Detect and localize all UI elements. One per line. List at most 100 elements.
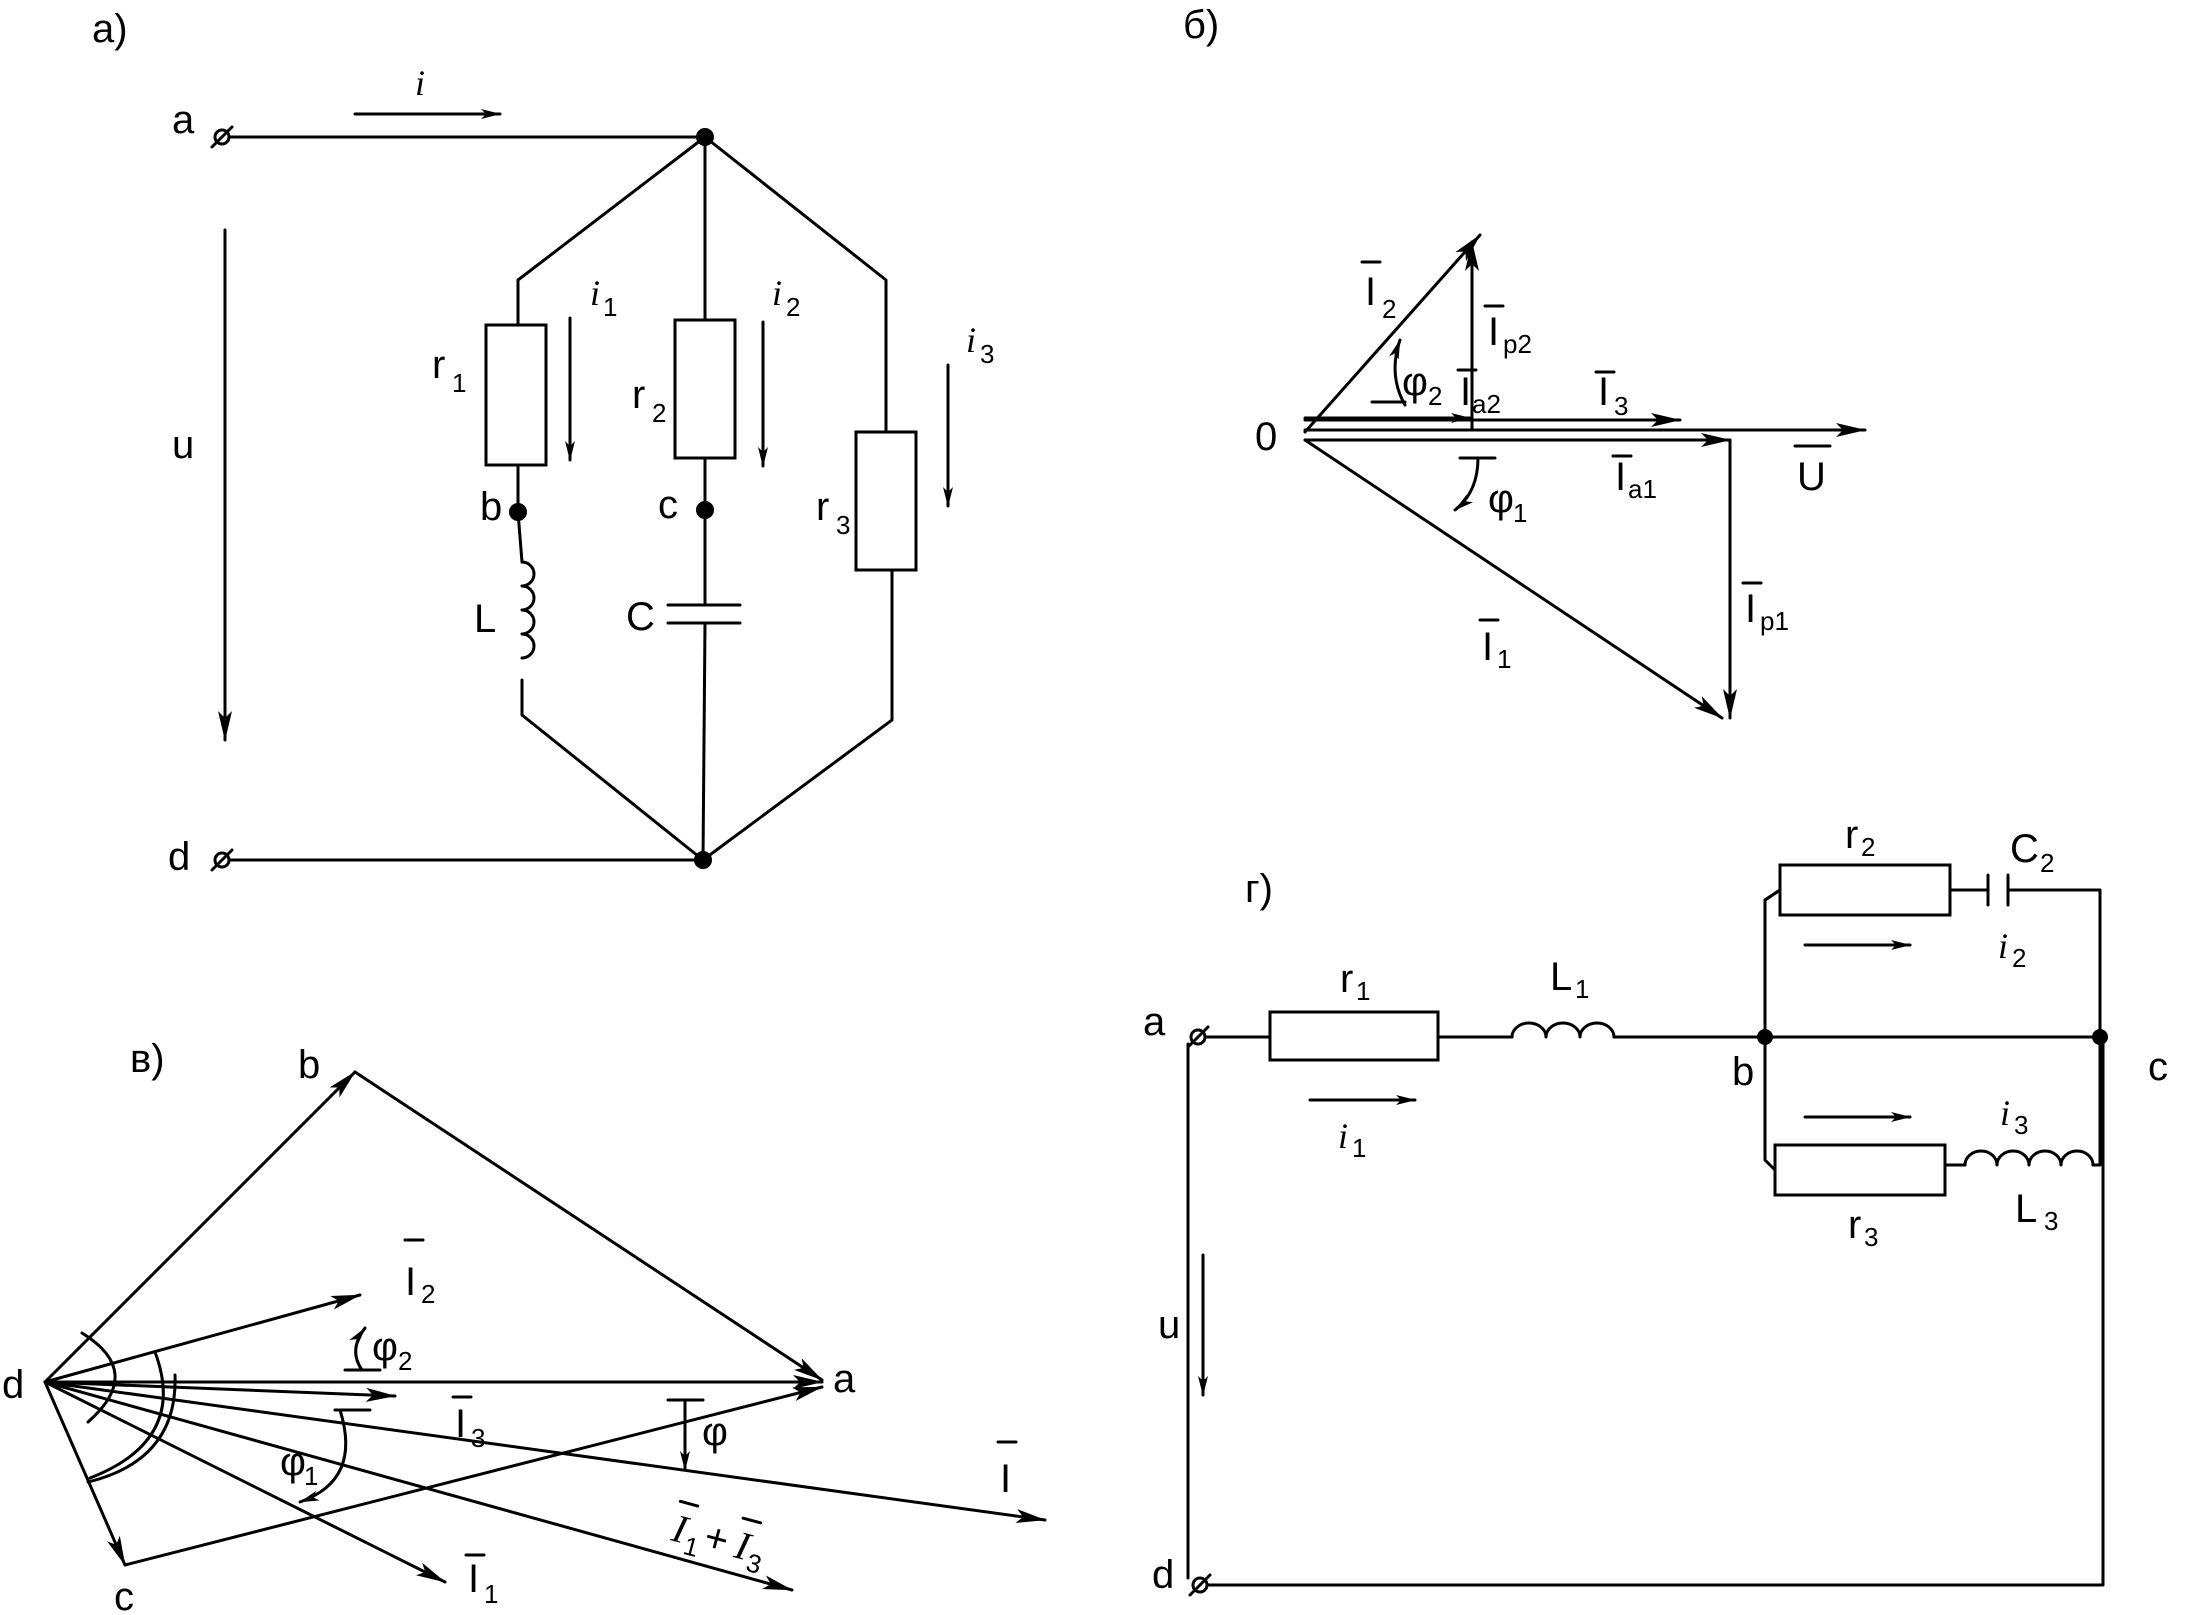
inductor-L3 [1963,1149,2095,1167]
current-i-label: i [415,63,425,103]
I1-label: I [1482,625,1493,669]
u-label-d: u [1158,1303,1180,1347]
branch1-bottom-wire [520,678,705,862]
I1-sub-c: 1 [484,1579,498,1609]
r3-sub-d: 3 [1864,1222,1878,1252]
phi-label: φ [702,1410,728,1454]
I1I3-bar-b [741,1516,763,1525]
i2-sub-d: 2 [2012,943,2026,973]
angle-arc-outer [86,1373,177,1484]
node-c-label: c [658,483,678,527]
i1-label-d: i [1338,1116,1348,1156]
i1-label: i [590,273,600,313]
C2-sub-d: 2 [2040,848,2054,878]
terminal-a-slash [210,125,234,149]
c-to-a-vector [123,1385,824,1567]
I1-label-c: I [468,1557,479,1601]
i3-sub-d: 3 [2014,1110,2028,1140]
panel-d-label: г) [1245,867,1273,911]
b-to-a-vector [353,1070,824,1382]
r1-sub: 1 [452,368,466,398]
I3-sub: 3 [1614,391,1628,421]
Ip2-label: I [1488,310,1499,354]
phi1-label: φ [1488,477,1514,521]
I-vector-c [43,1380,1047,1523]
Ip2-sub: p2 [1503,329,1532,359]
d-to-c-vector [43,1380,127,1567]
point-d-label: d [2,1363,24,1407]
phi2-label: φ [1402,360,1428,404]
i2-label: i [772,273,782,313]
top-branch-left-wire [1763,888,1782,1039]
return-wire [1205,1035,2105,1587]
r3-resistor [854,430,918,572]
branch1-wire-to-L [516,510,524,564]
phi2-sub: 2 [1428,381,1442,411]
terminal-d-label: d [168,835,190,879]
phi1-arc [1453,456,1480,512]
I2-sub-c: 2 [421,1279,435,1309]
i3-sub: 3 [980,339,994,369]
phi1-sub: 1 [1513,498,1527,528]
branch2-bottom-wire [701,621,707,862]
r2-sub-d: 2 [1861,832,1875,862]
L1-label-d: L [1550,955,1572,999]
panel-c-topographic: в) b d a c I 2 φ 2 I 3 φ I [2,1037,1047,1615]
phi2-arc-c [349,1326,367,1372]
r1-label-d: r [1340,957,1353,1001]
Ia2-label: I [1460,370,1471,414]
I2-vector [1303,233,1482,434]
I-label-c: I [1000,1457,1011,1501]
voltage-u-label: u [172,423,194,467]
point-a-label: a [833,1357,856,1401]
I2-label-c: I [405,1260,416,1304]
I3-label: I [1598,370,1609,414]
I3-vector-c [43,1380,397,1402]
U-label: U [1797,455,1826,499]
inductor-L1 [1510,1021,1616,1039]
I3-label-c: I [455,1402,466,1446]
Ip1-sub: p1 [1760,606,1789,636]
r1-label: r [432,343,445,387]
I2-vector-c [43,1293,362,1384]
top-branch-right-wire [2006,888,2102,1039]
phi2-arc [1389,338,1407,407]
r2-resistor-d [1778,863,1952,917]
r2-label: r [632,373,645,417]
L1-sub-d: 1 [1575,974,1589,1004]
r1-sub-d: 1 [1356,976,1370,1006]
inductor-L [520,560,536,660]
terminal-d-slash [210,848,234,872]
point-c-label: c [114,1575,134,1615]
terminal-a-d-slash [1186,1025,1210,1049]
panel-d-circuit: г) a d b c r 1 L [1143,813,2168,1597]
panel-a-label: а) [92,7,128,51]
angle-arc-inner [80,1331,117,1424]
terminal-d-d-slash [1188,1573,1212,1597]
terminal-a-label-d: a [1143,1000,1166,1044]
panel-b-phasor: б) 0 U I 2 I p2 φ 2 I a2 I 3 I a1 [1183,3,1867,720]
Ip1-label: I [1745,587,1756,631]
top-branch-corner [1763,888,1782,902]
i1-sub: 1 [603,292,617,322]
Ia1-label: I [1615,455,1626,499]
I1-vector [1303,438,1724,720]
i2-sub: 2 [786,292,800,322]
C2-label-d: C [2010,827,2039,871]
I2-label: I [1365,270,1376,314]
I1I3-bar-a [678,1499,700,1508]
I2-sub: 2 [1382,294,1396,324]
panel-c-label: в) [130,1037,165,1081]
node-b-label-d: b [1732,1050,1754,1094]
L3-label-d: L [2015,1187,2037,1231]
branch3-bottom-wire [701,568,894,862]
r3-resistor-d [1773,1143,1947,1197]
r3-label-d: r [1848,1203,1861,1247]
i2-label-d: i [1998,926,2008,966]
node-c-label-d: c [2148,1045,2168,1089]
r2-label-d: r [1845,813,1858,857]
d-to-b-vector [43,1070,357,1384]
angle-arc-mid [88,1350,165,1480]
I1-vector-c [43,1380,447,1584]
